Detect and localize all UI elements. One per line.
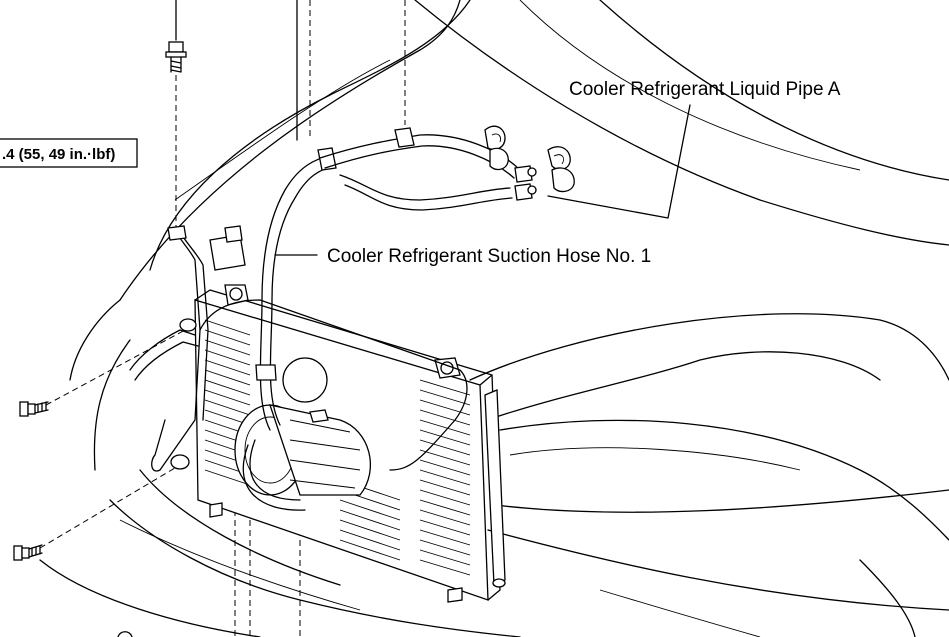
callout-suction-hose: Cooler Refrigerant Suction Hose No. 1 [274, 246, 651, 267]
left-bracket [129, 225, 246, 472]
liquid-pipe-label: Cooler Refrigerant Liquid Pipe A [569, 79, 841, 100]
upper-leader-lines [175, 0, 298, 141]
car-body-outline [39, 0, 949, 637]
callout-liquid-pipe: Cooler Refrigerant Liquid Pipe A [547, 79, 841, 219]
torque-spec-text: .4 (55, 49 in.·lbf) [2, 146, 115, 163]
assembly-dashed-lines [39, 0, 406, 637]
compressor-icon [234, 357, 372, 496]
suction-hose-label: Cooler Refrigerant Suction Hose No. 1 [327, 246, 651, 267]
bolt-icon [165, 41, 187, 73]
torque-spec-box: .4 (55, 49 in.·lbf) [0, 138, 138, 168]
bolt-icon [13, 544, 43, 561]
suction-hose [242, 147, 337, 511]
pipe-clamp [484, 125, 575, 193]
bolt-icon [19, 401, 49, 417]
bolt-icon [117, 631, 133, 637]
